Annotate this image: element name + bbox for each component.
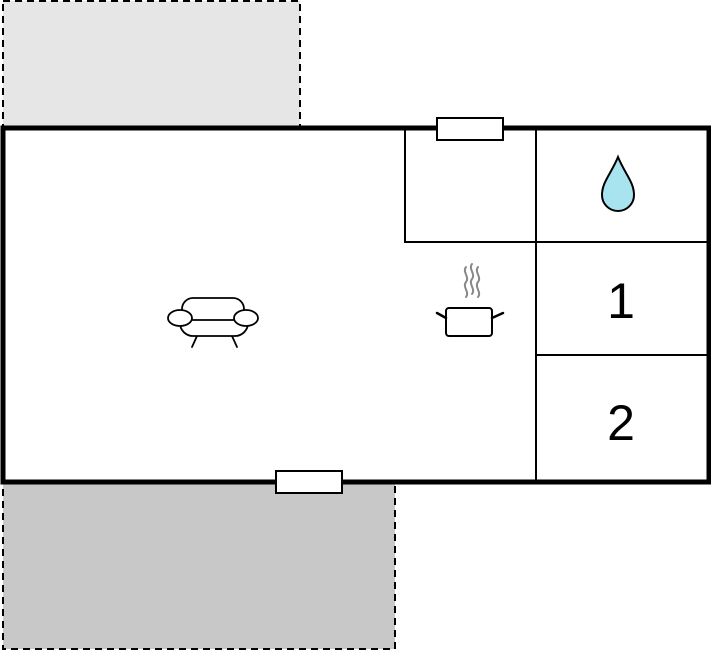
cooking-pot-icon (435, 263, 505, 337)
kitchen-counter-wall (404, 128, 536, 243)
exterior-walls (0, 125, 711, 485)
terrace-bottom (2, 481, 396, 650)
water-drop-icon (600, 154, 636, 212)
house-floor (3, 128, 709, 482)
bedroom-2-number: 2 (607, 395, 635, 451)
terrace-top (2, 0, 301, 130)
window-top (436, 117, 504, 141)
bedroom-1-number: 1 (607, 273, 635, 329)
sofa-icon (167, 297, 259, 348)
window-bottom (275, 470, 343, 494)
